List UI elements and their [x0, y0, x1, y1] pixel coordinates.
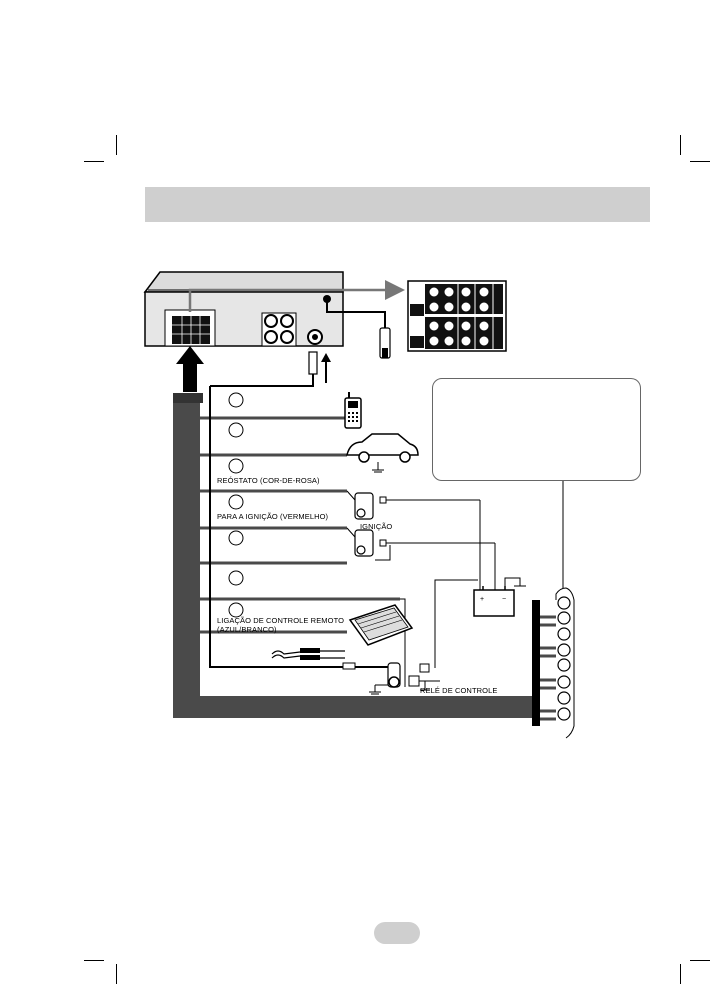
antenna-plug-icon — [379, 327, 391, 359]
crop-mark-bottom-left-h — [84, 960, 104, 961]
page-number-badge — [374, 922, 420, 944]
battery-icon: + − — [473, 577, 526, 617]
label-rheostat: REÓSTATO (COR-DE-ROSA) — [217, 476, 320, 485]
fuse-icon — [346, 490, 480, 520]
section-header-bar — [145, 187, 650, 222]
svg-text:−: − — [502, 596, 506, 603]
head-unit-icon — [143, 271, 344, 347]
speaker-terminal-icon — [532, 587, 575, 739]
crop-mark-top-right-v — [680, 135, 681, 155]
label-remote-control-line1: LIGAÇÃO DE CONTROLE REMOTO — [217, 616, 345, 625]
label-control-relay: RELÉ DE CONTROLE — [420, 686, 498, 695]
mobile-phone-icon — [344, 392, 362, 429]
crop-mark-bottom-left-v — [116, 964, 117, 984]
label-remote-control-line2: (AZUL/BRANCO) — [217, 625, 277, 634]
crop-mark-top-right-h — [690, 161, 710, 162]
crop-mark-bottom-right-h — [690, 960, 710, 961]
wiring-connector-icon — [407, 280, 507, 352]
fuse-icon — [346, 527, 495, 557]
svg-text:+: + — [480, 596, 484, 603]
crop-mark-bottom-right-v — [680, 964, 681, 984]
crop-mark-top-left-h — [84, 161, 104, 162]
crop-mark-top-left-v — [116, 135, 117, 155]
relay-icon — [369, 662, 440, 695]
amplifier-icon — [348, 604, 414, 646]
label-ignition-switch: IGNIÇÃO — [360, 522, 393, 531]
callout-box — [432, 378, 641, 481]
car-icon — [346, 433, 419, 473]
label-ignition-feed: PARA A IGNIÇÃO (VERMELHO) — [217, 512, 329, 521]
